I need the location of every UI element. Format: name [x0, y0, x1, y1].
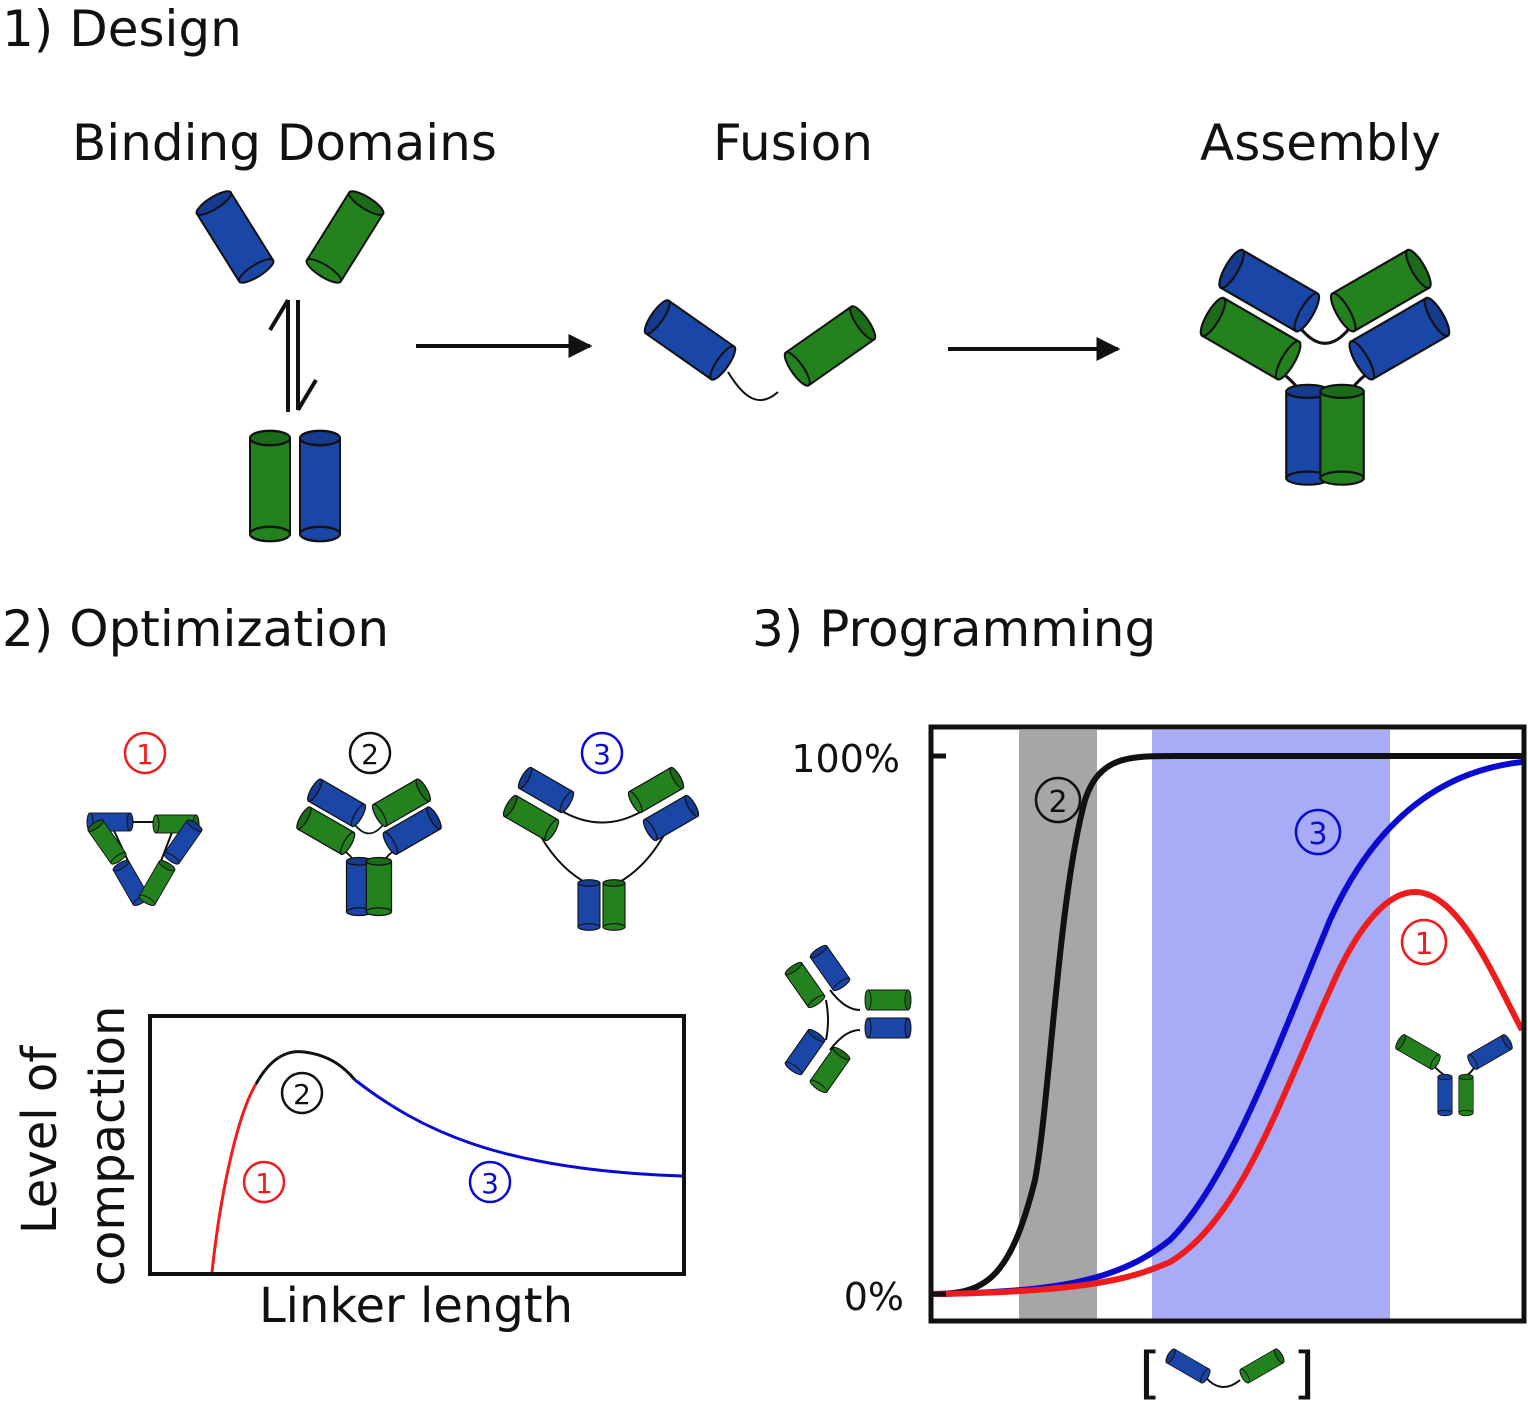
- xlabel-close-bracket: ]: [1293, 1341, 1315, 1406]
- programming-xlabel: [ ]: [1139, 1341, 1315, 1406]
- svg-text:2: 2: [1048, 785, 1067, 820]
- binding-domains-illustration: [192, 186, 388, 543]
- green-domain-dimer: [248, 429, 292, 543]
- variant-3-hexamer: [500, 765, 702, 931]
- curve-1-red: [932, 888, 1525, 1297]
- blue-domain: [192, 186, 278, 288]
- svg-text:3: 3: [593, 738, 611, 771]
- curve-label-1: 1: [242, 1160, 286, 1204]
- ytick-0-label: 0%: [844, 1275, 904, 1319]
- compaction-plot: 2 1 3 Level of compaction Linker length: [12, 1006, 686, 1334]
- xlabel-green-domain: [1237, 1347, 1287, 1385]
- curve-segment-3: [354, 1078, 683, 1178]
- assembly-hexamer: [1197, 247, 1454, 485]
- assembly-label: Assembly: [1200, 114, 1441, 172]
- binding-domains-label: Binding Domains: [72, 114, 497, 172]
- programming-hexamer-icon: [783, 942, 912, 1096]
- ytick-100-label: 100%: [791, 737, 900, 781]
- variant-2-hexamer: [294, 777, 443, 915]
- fusion-construct: [639, 296, 881, 402]
- programming-dimer-icon: [1393, 1032, 1515, 1117]
- programming-curve-label-1: 1: [1400, 918, 1448, 966]
- curve-2-black: [932, 752, 1522, 1297]
- variant-1-label: 1: [123, 731, 167, 775]
- xlabel-open-bracket: [: [1139, 1341, 1161, 1406]
- curve-label-2: 2: [280, 1071, 324, 1115]
- curve-segment-1: [210, 1083, 258, 1273]
- svg-text:3: 3: [1308, 817, 1327, 852]
- svg-text:1: 1: [136, 738, 154, 771]
- optimization-heading: 2) Optimization: [2, 600, 390, 658]
- compaction-ylabel-line1: Level of: [12, 1045, 68, 1234]
- xlabel-blue-domain: [1163, 1347, 1213, 1385]
- programming-plot-frame: [928, 724, 1527, 1324]
- variant-2-label: 2: [348, 731, 392, 775]
- design-heading: 1) Design: [2, 0, 242, 58]
- compaction-ylabel-line2: compaction: [80, 1006, 136, 1287]
- svg-text:1: 1: [1414, 927, 1433, 962]
- equilibrium-arrows-icon: [268, 298, 318, 412]
- curve-label-3: 3: [468, 1160, 512, 1204]
- blue-domain-dimer: [298, 429, 342, 543]
- green-domain: [302, 186, 388, 288]
- programming-curve-label-3: 3: [1294, 808, 1342, 856]
- compaction-plot-frame: [148, 1014, 686, 1276]
- programming-heading: 3) Programming: [752, 600, 1157, 658]
- programming-curve-label-2: 2: [1034, 776, 1082, 824]
- svg-text:2: 2: [293, 1078, 311, 1111]
- svg-text:1: 1: [255, 1167, 273, 1200]
- fusion-blue-domain: [639, 296, 741, 384]
- svg-text:3: 3: [481, 1167, 499, 1200]
- gray-shaded-band: [1019, 730, 1097, 1320]
- variant-3-label: 3: [580, 731, 624, 775]
- variant-1-triangle: [85, 812, 205, 908]
- blue-shaded-band: [1152, 730, 1390, 1320]
- compaction-xlabel: Linker length: [259, 1278, 573, 1334]
- curve-3-blue: [932, 759, 1523, 1297]
- fusion-label: Fusion: [713, 114, 873, 172]
- svg-text:2: 2: [361, 738, 379, 771]
- curve-segment-2: [254, 1050, 357, 1085]
- programming-plot: 100% 0% 2 3 1: [791, 724, 1527, 1324]
- fusion-green-domain: [779, 302, 881, 390]
